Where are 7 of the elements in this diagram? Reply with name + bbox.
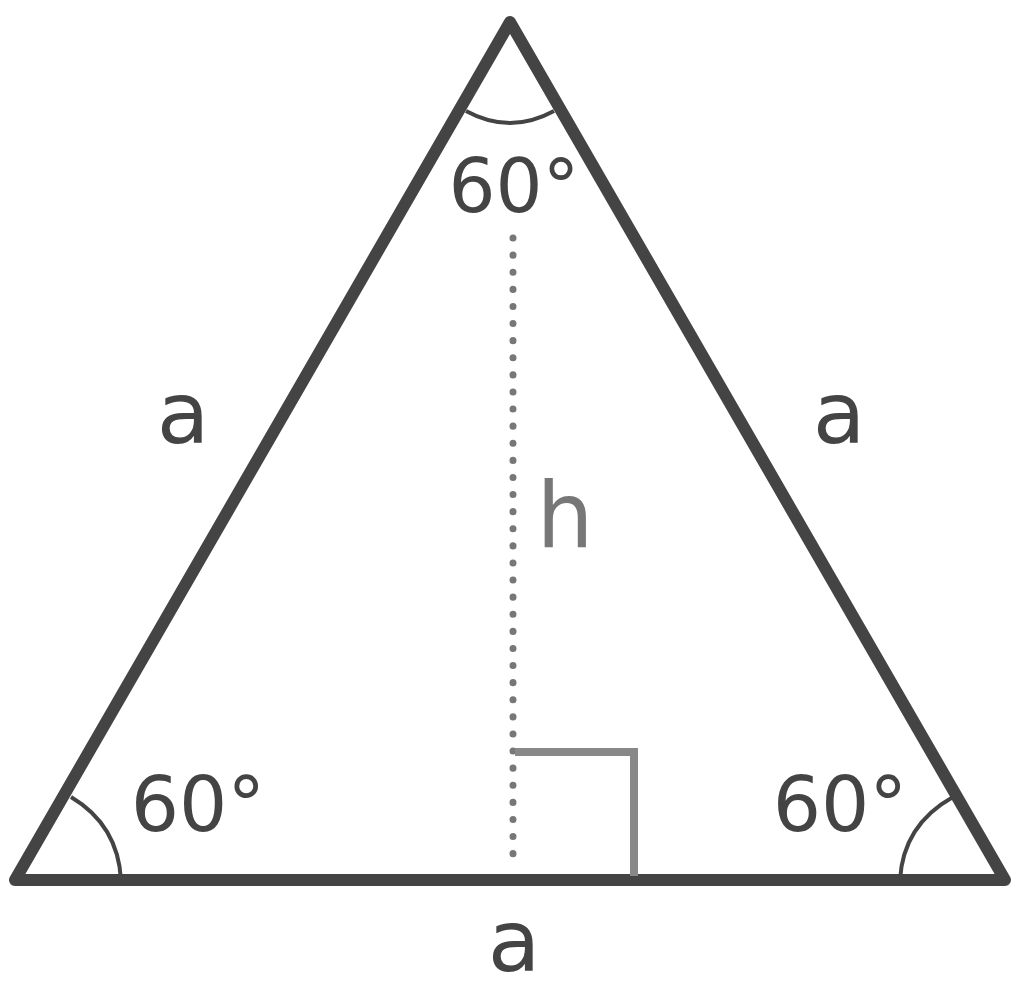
angle-label: 60° [448,149,580,223]
angle-label: 60° [772,767,908,843]
side-label: a [156,370,210,456]
height-label: h [536,471,594,561]
angle-label: 60° [130,767,266,843]
side-label: a [812,370,866,456]
side-label: a [487,898,541,984]
